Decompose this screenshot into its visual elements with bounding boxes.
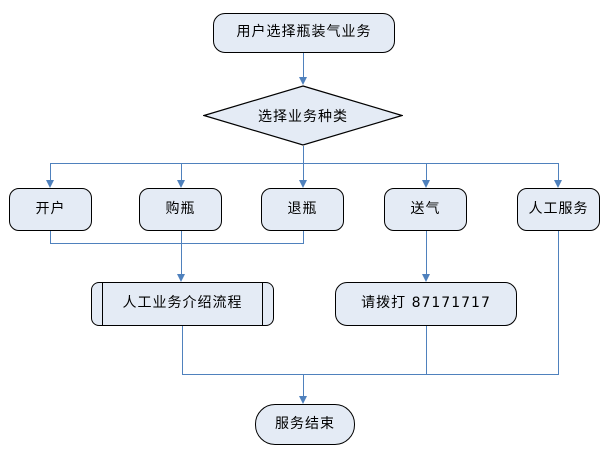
connector-decision-to-branchline	[303, 146, 304, 163]
arrowhead-down-icon	[554, 180, 562, 188]
connector-to-deliver-gas	[426, 163, 427, 181]
connector-start-to-decision	[303, 53, 304, 78]
arrowhead-down-icon	[299, 180, 307, 188]
connector-to-return-bottle	[303, 163, 304, 181]
node-call-hotline: 请拨打 87171717	[335, 282, 517, 326]
node-open-account-label: 开户	[35, 200, 66, 217]
diamond-shape	[203, 85, 403, 146]
connector-to-buy-bottle	[181, 163, 182, 181]
node-open-account: 开户	[9, 188, 92, 231]
connector-open-account-down	[50, 231, 51, 243]
connector-to-open-account	[50, 163, 51, 181]
merge-line-upper	[50, 243, 304, 244]
predefined-process-left-bar	[102, 283, 103, 325]
node-deliver-gas: 送气	[384, 188, 467, 231]
node-decision-diamond: 选择业务种类	[203, 85, 403, 146]
arrowhead-down-icon	[422, 274, 430, 282]
node-manual-service-label: 人工服务	[528, 200, 589, 217]
connector-call-down	[426, 326, 427, 374]
connector-to-manual-service	[558, 163, 559, 181]
arrowhead-down-icon	[177, 180, 185, 188]
arrowhead-down-icon	[299, 396, 307, 404]
arrowhead-down-icon	[299, 77, 307, 85]
arrowhead-down-icon	[177, 274, 185, 282]
arrowhead-down-icon	[422, 180, 430, 188]
branch-distribution-line	[50, 163, 559, 164]
node-start-label: 用户选择瓶装气业务	[236, 24, 372, 41]
node-buy-bottle-label: 购瓶	[165, 200, 196, 217]
connector-return-bottle-down	[303, 231, 304, 243]
connector-merge-to-end	[303, 374, 304, 397]
node-end-label: 服务结束	[275, 415, 335, 432]
node-manual-intro-label: 人工业务介绍流程	[122, 295, 243, 312]
node-manual-intro-predefined-process: 人工业务介绍流程	[91, 282, 274, 326]
connector-manual-service-down	[558, 231, 559, 374]
connector-deliver-gas-to-call	[426, 231, 427, 275]
arrowhead-down-icon	[46, 180, 54, 188]
node-manual-service: 人工服务	[517, 188, 600, 231]
connector-manual-intro-down	[182, 326, 183, 374]
node-return-bottle-label: 退瓶	[287, 200, 318, 217]
predefined-process-right-bar	[262, 283, 263, 325]
node-start-terminator: 用户选择瓶装气业务	[213, 13, 395, 53]
merge-line-lower	[182, 374, 559, 375]
node-buy-bottle: 购瓶	[139, 188, 222, 231]
node-end-terminator: 服务结束	[255, 404, 355, 445]
node-call-hotline-label: 请拨打 87171717	[361, 295, 491, 312]
node-deliver-gas-label: 送气	[410, 200, 441, 217]
connector-merge-to-manual-intro	[181, 231, 182, 275]
node-decision-label: 选择业务种类	[258, 108, 348, 125]
node-return-bottle: 退瓶	[261, 188, 344, 231]
